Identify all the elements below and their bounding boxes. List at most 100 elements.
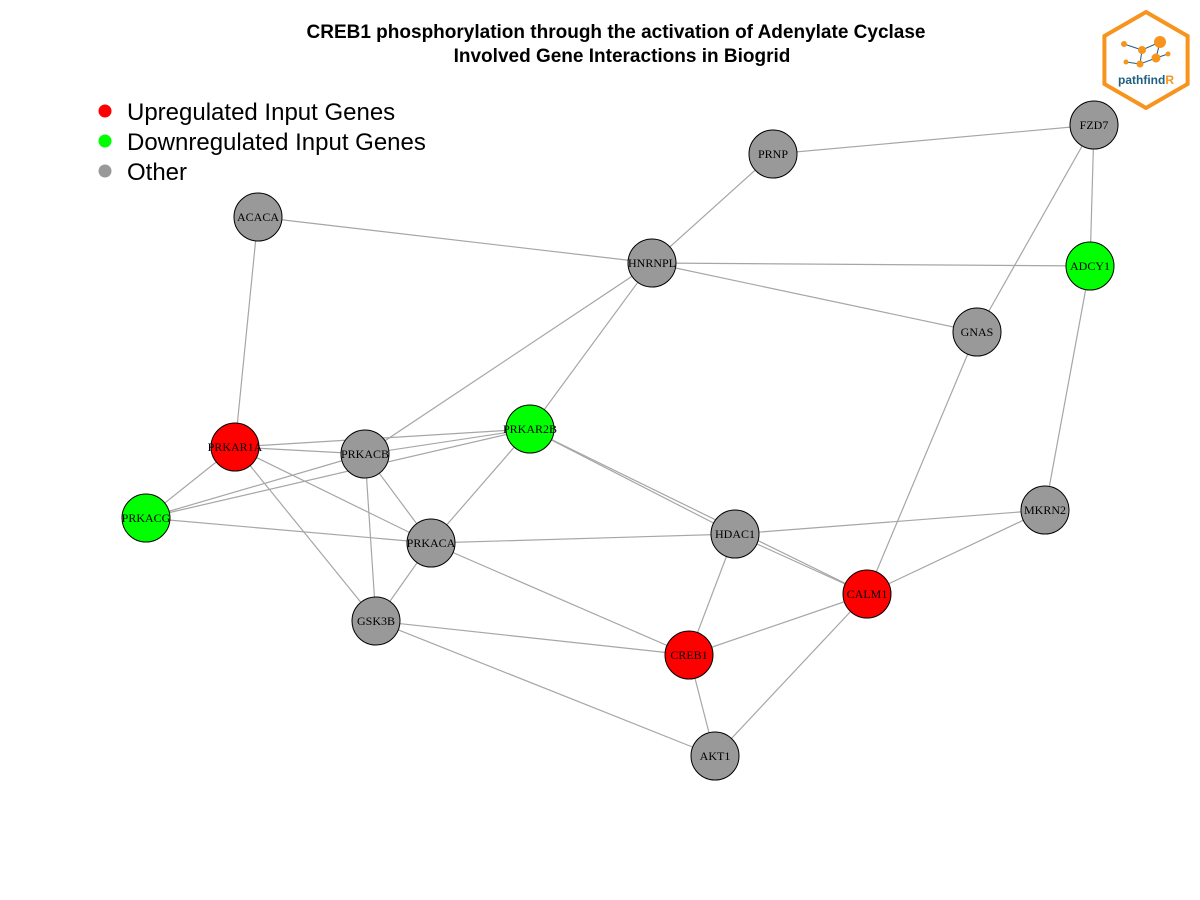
node-label-prkar1a: PRKAR1A xyxy=(208,440,263,454)
edge-mkrn2-calm1 xyxy=(866,509,1046,595)
edge-calm1-creb1 xyxy=(688,593,868,656)
node-prkacb: PRKACB xyxy=(340,429,390,479)
node-circle-prkaca xyxy=(406,518,456,568)
node-creb1: CREB1 xyxy=(664,630,714,680)
node-circle-prkacg xyxy=(121,493,171,543)
edge-gsk3b-akt1 xyxy=(375,620,716,757)
node-label-prkaca: PRKACA xyxy=(407,536,456,550)
node-hdac1: HDAC1 xyxy=(710,509,760,559)
node-gsk3b: GSK3B xyxy=(351,596,401,646)
node-label-calm1: CALM1 xyxy=(847,587,888,601)
edge-gnas-calm1 xyxy=(866,331,978,595)
legend-marker-up xyxy=(98,104,112,118)
node-circle-gsk3b xyxy=(351,596,401,646)
edge-prkar2b-prkaca xyxy=(430,428,531,544)
node-calm1: CALM1 xyxy=(842,569,892,619)
node-acaca: ACACA xyxy=(233,192,283,242)
node-circle-fzd7 xyxy=(1069,100,1119,150)
node-circle-prkar2b xyxy=(505,404,555,454)
node-circle-gnas xyxy=(952,307,1002,357)
edge-hnrnpl-adcy1 xyxy=(651,262,1091,267)
edge-prkacg-prkaca xyxy=(145,517,432,544)
edge-gsk3b-creb1 xyxy=(375,620,690,656)
node-circle-creb1 xyxy=(664,630,714,680)
edge-prkar1a-gsk3b xyxy=(234,446,377,622)
node-circle-acaca xyxy=(233,192,283,242)
node-label-fzd7: FZD7 xyxy=(1080,118,1109,132)
logo-text-main: pathfind xyxy=(1118,73,1165,87)
logo-hexagon xyxy=(1102,9,1190,111)
legend-marker-down xyxy=(98,134,112,148)
node-gnas: GNAS xyxy=(952,307,1002,357)
node-label-gsk3b: GSK3B xyxy=(357,614,395,628)
node-label-prkacg: PRKACG xyxy=(122,511,171,525)
edge-prkacg-prkar2b xyxy=(145,428,531,519)
edge-prnp-fzd7 xyxy=(772,124,1095,155)
title-line-2: Involved Gene Interactions in Biogrid xyxy=(454,46,791,67)
legend-label-down: Downregulated Input Genes xyxy=(127,129,426,156)
node-circle-mkrn2 xyxy=(1020,485,1070,535)
edge-acaca-hnrnpl xyxy=(257,216,653,264)
legend-label-up: Upregulated Input Genes xyxy=(127,99,395,126)
logo-text-accent: R xyxy=(1165,73,1174,87)
edge-hdac1-mkrn2 xyxy=(734,509,1046,535)
edge-prkar2b-calm1 xyxy=(529,428,868,595)
node-circle-prkar1a xyxy=(210,422,260,472)
node-label-creb1: CREB1 xyxy=(670,648,707,662)
logo-network-icon xyxy=(1121,36,1171,68)
node-circle-hdac1 xyxy=(710,509,760,559)
title-line-1: CREB1 phosphorylation through the activa… xyxy=(307,22,926,43)
node-akt1: AKT1 xyxy=(690,731,740,781)
logo-wordmark: pathfindR xyxy=(1118,73,1174,87)
edge-hnrnpl-prkacb xyxy=(364,262,653,455)
node-fzd7: FZD7 xyxy=(1069,100,1119,150)
edge-prkaca-creb1 xyxy=(430,542,690,656)
node-label-prkar2b: PRKAR2B xyxy=(503,422,557,436)
node-label-akt1: AKT1 xyxy=(700,749,731,763)
edge-prkar2b-hdac1 xyxy=(529,428,736,535)
edge-prkaca-hdac1 xyxy=(430,533,736,544)
node-prkacg: PRKACG xyxy=(121,493,171,543)
node-label-hnrnpl: HNRNPL xyxy=(628,256,676,270)
edge-prkar1a-prkaca xyxy=(234,446,432,544)
node-circle-adcy1 xyxy=(1065,241,1115,291)
edge-prnp-hnrnpl xyxy=(651,153,774,264)
legend-label-other: Other xyxy=(127,159,187,186)
edge-adcy1-mkrn2 xyxy=(1044,265,1091,511)
edges-layer xyxy=(145,124,1095,757)
edge-prkacb-prkacg xyxy=(145,453,366,519)
node-label-acaca: ACACA xyxy=(237,210,279,224)
node-prkar2b: PRKAR2B xyxy=(503,404,557,454)
legend-item-other: Other xyxy=(98,159,187,186)
edge-hnrnpl-gnas xyxy=(651,262,978,333)
node-mkrn2: MKRN2 xyxy=(1020,485,1070,535)
figure-title: CREB1 phosphorylation through the activa… xyxy=(307,22,926,67)
edge-fzd7-gnas xyxy=(976,124,1095,333)
edge-calm1-akt1 xyxy=(714,593,868,757)
node-label-prnp: PRNP xyxy=(758,147,788,161)
node-adcy1: ADCY1 xyxy=(1065,241,1115,291)
node-prkaca: PRKACA xyxy=(406,518,456,568)
legend-marker-other xyxy=(98,164,112,178)
node-circle-hnrnpl xyxy=(627,238,677,288)
node-circle-calm1 xyxy=(842,569,892,619)
node-circle-prkacb xyxy=(340,429,390,479)
node-label-prkacb: PRKACB xyxy=(341,447,389,461)
edge-acaca-prkar1a xyxy=(234,216,259,448)
node-prkar1a: PRKAR1A xyxy=(208,422,263,472)
node-hnrnpl: HNRNPL xyxy=(627,238,677,288)
node-label-gnas: GNAS xyxy=(961,325,994,339)
node-prnp: PRNP xyxy=(748,129,798,179)
node-label-mkrn2: MKRN2 xyxy=(1024,503,1066,517)
legend-item-down: Downregulated Input Genes xyxy=(98,129,426,156)
legend-item-up: Upregulated Input Genes xyxy=(98,99,395,126)
edge-hnrnpl-prkar2b xyxy=(529,262,653,430)
edge-prkacb-prkar2b xyxy=(364,428,531,455)
node-label-adcy1: ADCY1 xyxy=(1070,259,1110,273)
node-circle-prnp xyxy=(748,129,798,179)
node-circle-akt1 xyxy=(690,731,740,781)
pathfindr-logo: pathfindR xyxy=(1102,9,1190,111)
